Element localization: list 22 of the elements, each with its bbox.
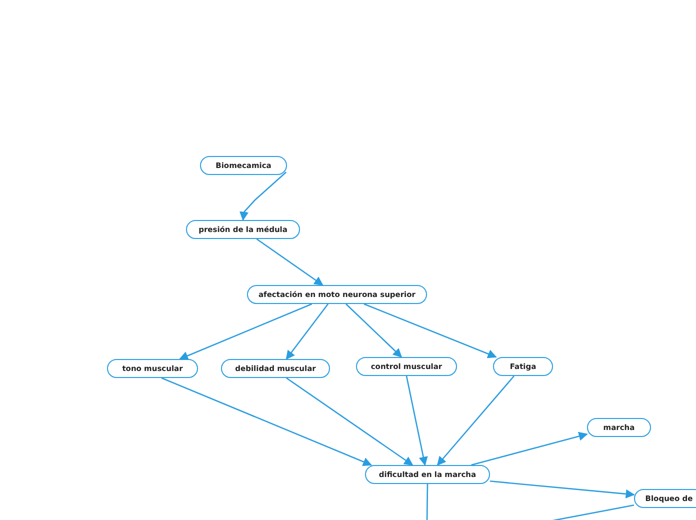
topic-box	[186, 220, 300, 239]
topic-box	[200, 156, 287, 175]
topic-box	[107, 359, 198, 378]
arrow	[161, 377, 372, 466]
arrow	[346, 304, 402, 358]
arrow	[436, 376, 514, 466]
arrow	[178, 303, 312, 360]
arrow	[286, 304, 329, 360]
arrow	[240, 172, 287, 221]
arrow	[490, 480, 635, 498]
topic-box	[356, 357, 457, 376]
arrow	[286, 377, 414, 466]
topic-box	[493, 357, 553, 376]
arrow	[406, 376, 428, 466]
topic-box	[221, 359, 330, 378]
arrow	[256, 238, 324, 286]
arrow	[364, 303, 497, 358]
topic-box	[365, 465, 490, 484]
arrow	[471, 432, 588, 466]
topic-box	[247, 285, 427, 304]
topic-box	[587, 418, 651, 437]
topic-box	[634, 489, 696, 508]
